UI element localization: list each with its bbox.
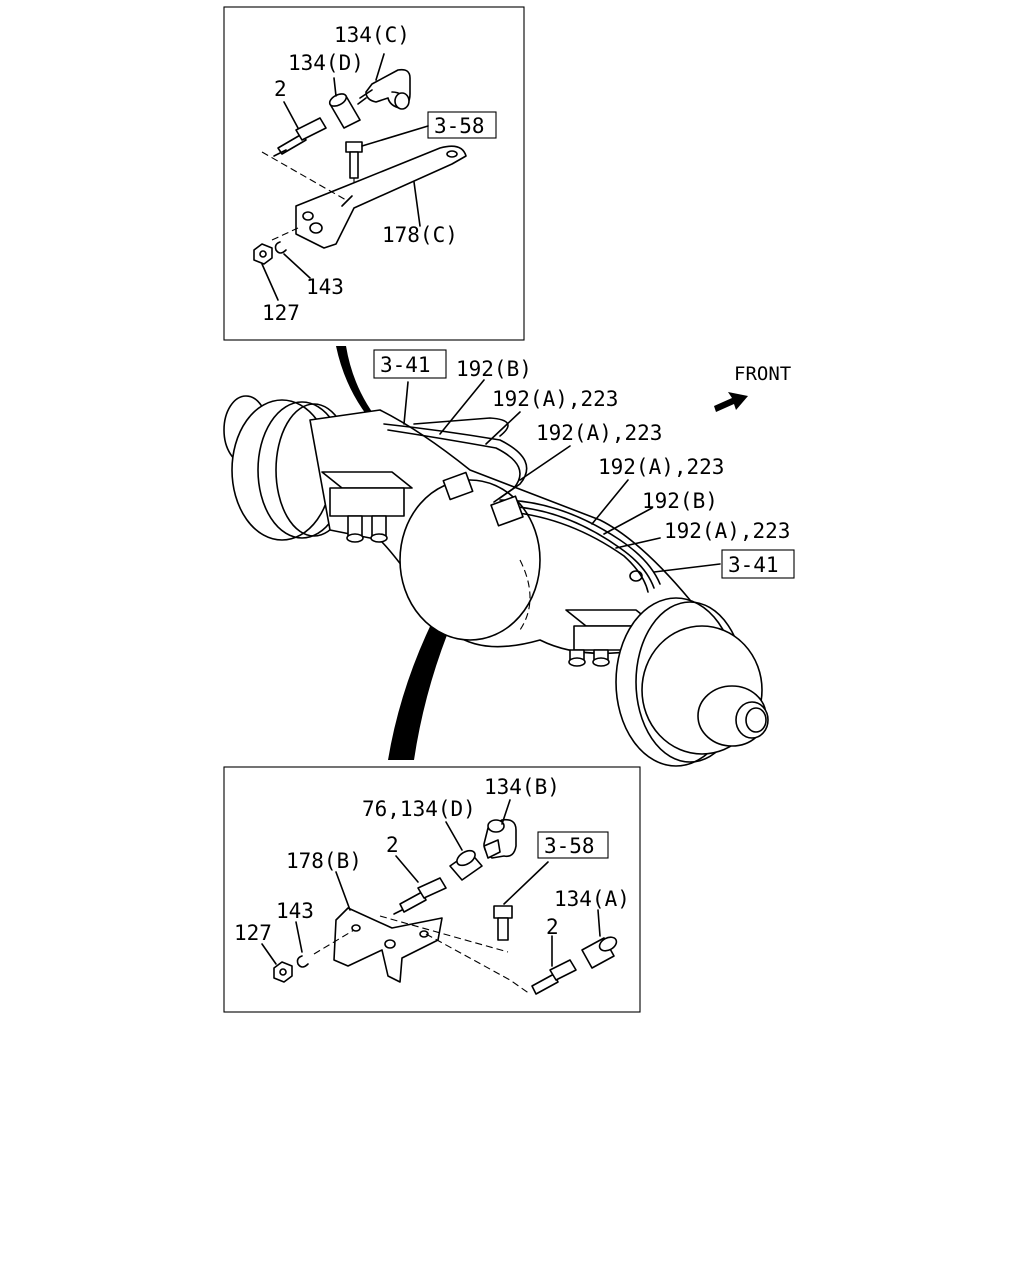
assembly-line	[379, 915, 531, 995]
label-2: 2	[274, 77, 287, 101]
ref-3-41-left[interactable]: 3-41	[380, 353, 431, 377]
label-2-upper: 2	[386, 833, 399, 857]
label-143-bottom: 143	[276, 899, 314, 923]
leader-line	[591, 479, 629, 525]
callout-pointer-bottom	[388, 528, 498, 760]
assembly-line	[261, 151, 347, 201]
label-192b-1: 192(B)	[456, 357, 532, 381]
label-134b: 134(B)	[484, 775, 560, 799]
elbow-fitting-134c	[357, 53, 411, 110]
leader-line	[615, 537, 661, 549]
front-direction-indicator: FRONT	[714, 363, 791, 412]
label-192b-2: 192(B)	[642, 489, 718, 513]
axle-assembly	[223, 379, 769, 767]
brake-pipes	[383, 417, 661, 593]
label-143-top: 143	[306, 275, 344, 299]
sleeve-134a	[581, 909, 618, 969]
ref-box-3-58-top	[427, 111, 497, 139]
ref-box-3-41-right	[721, 549, 795, 579]
leader-line	[485, 411, 521, 445]
nut-127	[253, 243, 279, 301]
label-192a-223-3: 192(A),223	[598, 455, 724, 479]
bolt-bottom	[493, 861, 549, 941]
callout-pointer-top	[336, 346, 446, 478]
elbow-fitting-134b	[483, 799, 517, 859]
ref-box-3-41-left	[373, 349, 447, 379]
label-76-134d: 76,134(D)	[362, 797, 476, 821]
bracket-178b	[333, 871, 443, 983]
leader-line	[519, 445, 571, 481]
bottom-inset-frame	[223, 766, 641, 1013]
leader-line	[439, 379, 485, 435]
ref-box-3-58-bottom	[537, 831, 609, 859]
top-detail-inset: 134(C) 134(D) 2 3-58 178(C) 143 127	[223, 6, 525, 341]
label-192a-223-1: 192(A),223	[492, 387, 618, 411]
bottom-detail-inset: 134(B) 76,134(D) 2 3-58 178(B) 134(A) 14…	[223, 766, 641, 1013]
label-192a-223-4: 192(A),223	[664, 519, 790, 543]
label-134d: 134(D)	[288, 51, 364, 75]
nipple-fitting-2-lower	[531, 935, 577, 995]
label-192a-223-2: 192(A),223	[536, 421, 662, 445]
leader-line	[603, 507, 653, 535]
label-134c: 134(C)	[334, 23, 410, 47]
nut-127-bottom	[261, 943, 293, 983]
washer-143	[274, 241, 311, 279]
assembly-line	[313, 929, 355, 955]
nipple-fitting-2	[273, 101, 327, 157]
leader-line	[653, 563, 721, 573]
front-arrow-icon	[714, 392, 748, 412]
label-127-bottom: 127	[234, 921, 272, 945]
washer-143-bottom	[295, 921, 309, 968]
hidden-line	[519, 559, 531, 631]
label-2-lower: 2	[546, 915, 559, 939]
label-134a: 134(A)	[554, 887, 630, 911]
ref-3-58-top[interactable]: 3-58	[434, 114, 485, 138]
front-label: FRONT	[734, 363, 791, 385]
sleeve-134d	[328, 77, 361, 129]
right-wheel-hub	[615, 597, 769, 767]
leader-line	[403, 381, 409, 425]
sleeve-76-134d	[445, 821, 483, 881]
label-178c: 178(C)	[382, 223, 458, 247]
nipple-fitting-2-upper	[393, 855, 447, 915]
bracket-178c	[295, 145, 467, 249]
label-178b: 178(B)	[286, 849, 362, 873]
assembly-line	[271, 227, 299, 241]
bolt	[345, 125, 429, 194]
ref-3-41-right[interactable]: 3-41	[728, 553, 779, 577]
ref-3-58-bottom[interactable]: 3-58	[544, 834, 595, 858]
top-inset-frame	[223, 6, 525, 341]
label-127-top: 127	[262, 301, 300, 325]
left-spring-seat	[321, 471, 413, 543]
